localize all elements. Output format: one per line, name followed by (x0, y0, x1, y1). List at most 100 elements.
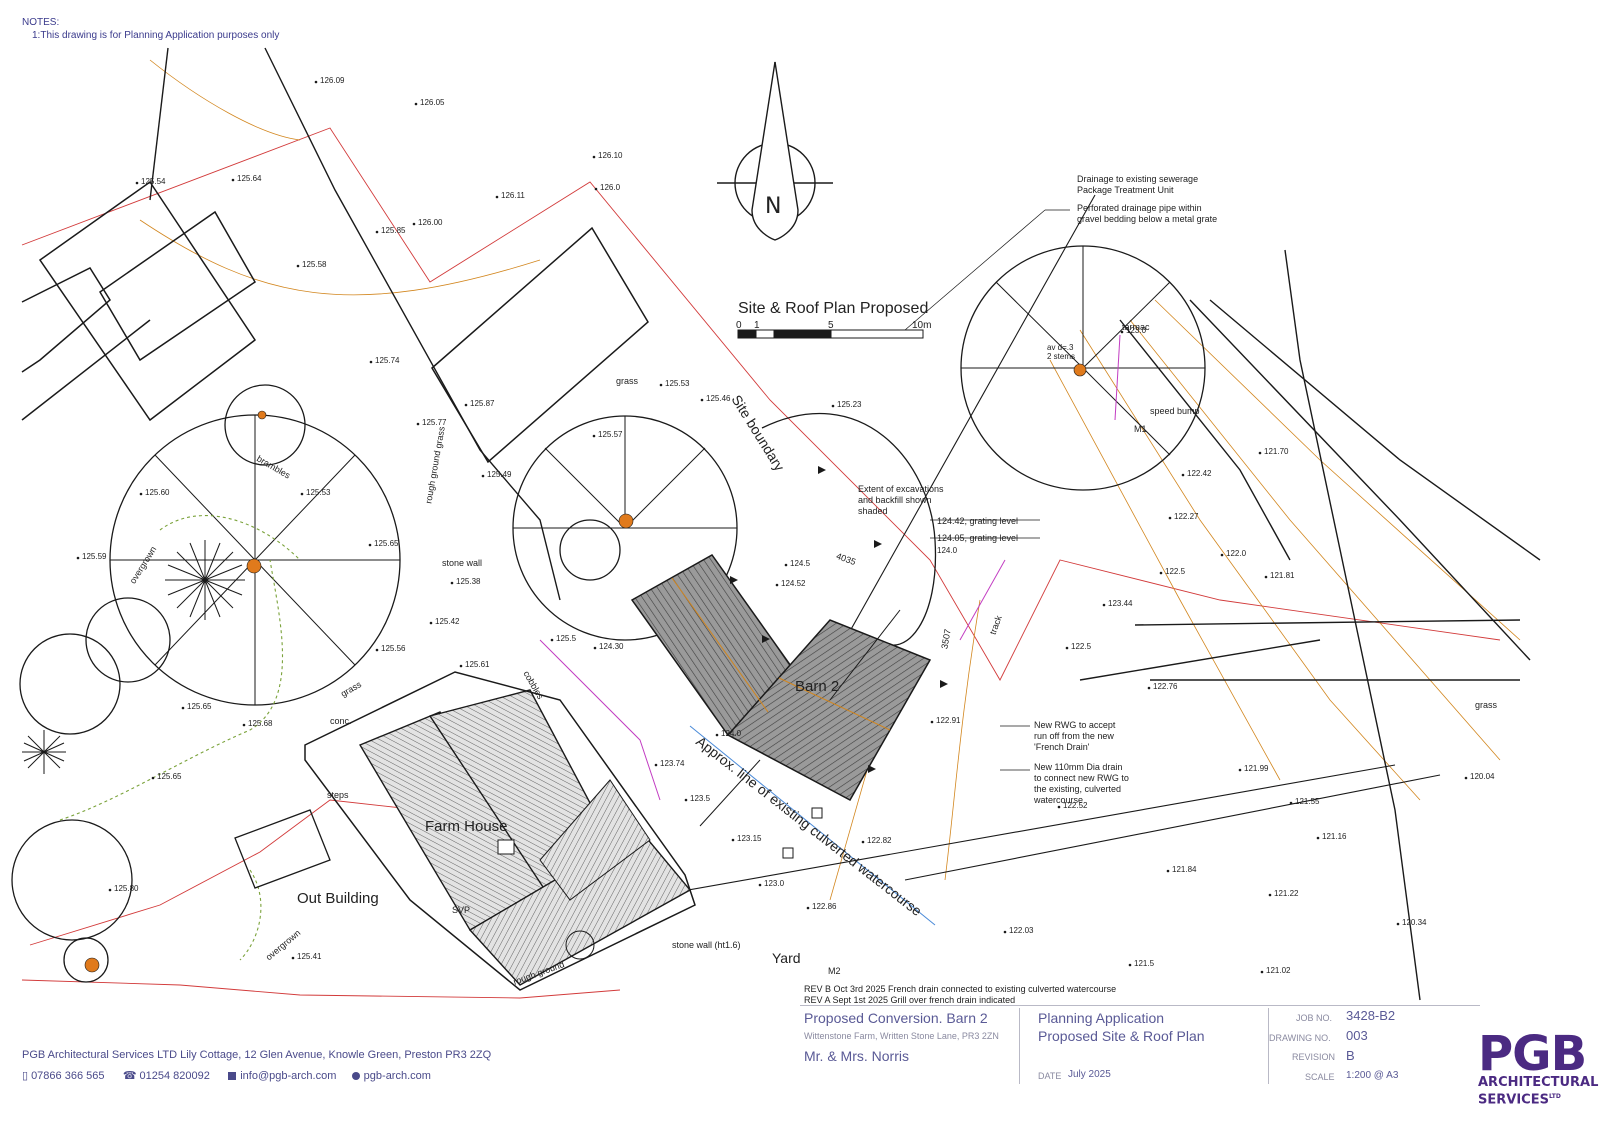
boundary-walls (149, 47, 1541, 1001)
spot-level: 125.23 (837, 400, 862, 409)
rwg-note-1: New RWG to accept (1034, 720, 1116, 730)
drainage-note-2: Package Treatment Unit (1077, 185, 1174, 195)
annotation-leaders (904, 209, 1070, 771)
spot-level: 121.22 (1274, 889, 1299, 898)
m1-label: M1 (1134, 424, 1147, 434)
spot-level: 125.5 (556, 634, 577, 643)
spot-level-mark (242, 723, 246, 727)
note-item-1: 1:This drawing is for Planning Applicati… (32, 30, 280, 41)
spot-level-mark (108, 888, 112, 892)
spot-level-marks (76, 80, 1468, 974)
scale-label: SCALE (1305, 1072, 1335, 1082)
spot-level-mark (930, 720, 934, 724)
farm-house-label: Farm House (425, 818, 508, 835)
phone-number[interactable]: 01254 820092 (139, 1070, 210, 1082)
spot-level: 122.5 (1071, 642, 1092, 651)
spot-level-mark (1159, 571, 1163, 575)
rwg-note-2: run off from the new (1034, 731, 1114, 741)
grating-level-3: 124.0 (937, 546, 958, 555)
farm-house-roof (304, 671, 696, 991)
logo-ltd: LTD (1548, 1093, 1561, 1100)
spot-level: 125.58 (302, 260, 327, 269)
yard-label: Yard (772, 950, 801, 966)
scale-bar (737, 329, 924, 339)
spot-level: 122.76 (1153, 682, 1178, 691)
north-arrow (717, 61, 833, 241)
drawing-title-block: Proposed Site & Roof Plan (1038, 1028, 1205, 1044)
spot-level-mark (314, 80, 318, 84)
spot-level: 125.49 (487, 470, 512, 479)
spot-level-mark (758, 883, 762, 887)
mobile-icon: ▯ (22, 1070, 29, 1082)
spot-level-mark (1147, 686, 1151, 690)
spot-level: 126.11 (501, 191, 525, 200)
north-label: N (765, 194, 782, 219)
spot-level-mark (700, 398, 704, 402)
spot-level: 125.77 (422, 418, 447, 427)
spot-level: 125.87 (470, 399, 495, 408)
spot-level: 121.16 (1322, 832, 1347, 841)
spot-level-mark (1168, 516, 1172, 520)
logo-line-1: ARCHITECTURAL (1478, 1075, 1599, 1090)
spot-level-mark (300, 492, 304, 496)
spot-level-mark (459, 664, 463, 668)
culverted-watercourse (689, 725, 936, 926)
spot-level: 125.85 (381, 226, 406, 235)
spot-level: 122.0 (1226, 549, 1247, 558)
spot-level-mark (592, 434, 596, 438)
spot-level: 126.00 (418, 218, 443, 227)
spot-level: 124.5 (790, 559, 811, 568)
spot-level-mark (659, 383, 663, 387)
spot-level-mark (296, 264, 300, 268)
pgb-logo: PGB ARCHITECTURAL SERVICESLTD (1478, 1030, 1599, 1107)
spot-level: 123.74 (660, 759, 685, 768)
spot-level-mark (861, 840, 865, 844)
notes-block: NOTES: 1:This drawing is for Planning Ap… (22, 16, 279, 42)
stone-wall-label-2: stone wall (ht1.6) (672, 940, 741, 950)
spot-level-mark (731, 838, 735, 842)
spot-level-mark (1316, 836, 1320, 840)
spot-level: 123.5 (690, 794, 711, 803)
spot-level-mark (139, 492, 143, 496)
spot-level-mark (414, 102, 418, 106)
grating-level-1: 124.42, grating level (937, 516, 1019, 526)
contour-lines (139, 59, 1521, 901)
spot-level: 125.61 (465, 660, 490, 669)
extent-note-3: shaded (858, 506, 888, 516)
revision-label: REVISION (1292, 1052, 1336, 1062)
spot-level: 126.10 (598, 151, 623, 160)
web-link[interactable]: pgb-arch.com (363, 1070, 431, 1082)
spot-level-mark (1268, 893, 1272, 897)
date-value: July 2025 (1068, 1069, 1111, 1080)
scale-tick-5: 5 (828, 320, 834, 331)
spot-level: 122.42 (1187, 469, 1212, 478)
mobile-number[interactable]: 07866 366 565 (31, 1070, 105, 1082)
grass-label-3: grass (1475, 700, 1498, 710)
title-block-divider-1 (1019, 1008, 1020, 1084)
spot-level-mark (450, 581, 454, 585)
barn-2-roof (630, 554, 932, 802)
spot-level-mark (151, 776, 155, 780)
perforated-note-2: gravel bedding below a metal grate (1077, 214, 1218, 224)
revision-a-note: REV A Sept 1st 2025 Grill over french dr… (804, 995, 1016, 1005)
spot-level: 125.38 (456, 577, 481, 586)
spot-level-mark (1166, 869, 1170, 873)
spot-level: 125.53 (306, 488, 331, 497)
drain-note-3: the existing, culverted (1034, 784, 1122, 794)
spot-level-mark (481, 474, 485, 478)
web-icon (351, 1072, 360, 1081)
spot-level: 125.65 (374, 539, 399, 548)
spot-level: 125.64 (237, 174, 262, 183)
email-link[interactable]: info@pgb-arch.com (240, 1070, 337, 1082)
barn-2-label: Barn 2 (795, 678, 840, 695)
spot-level: 123.0 (1126, 326, 1147, 335)
spot-level-mark (1057, 805, 1061, 809)
extent-note-2: and backfill shown (858, 495, 932, 505)
spot-level-mark (291, 956, 295, 960)
spot-level-mark (1120, 330, 1124, 334)
spot-level: 121.84 (1172, 865, 1197, 874)
steps-label: steps (327, 790, 349, 800)
section-markers (730, 466, 948, 773)
m2-label: M2 (828, 966, 841, 976)
